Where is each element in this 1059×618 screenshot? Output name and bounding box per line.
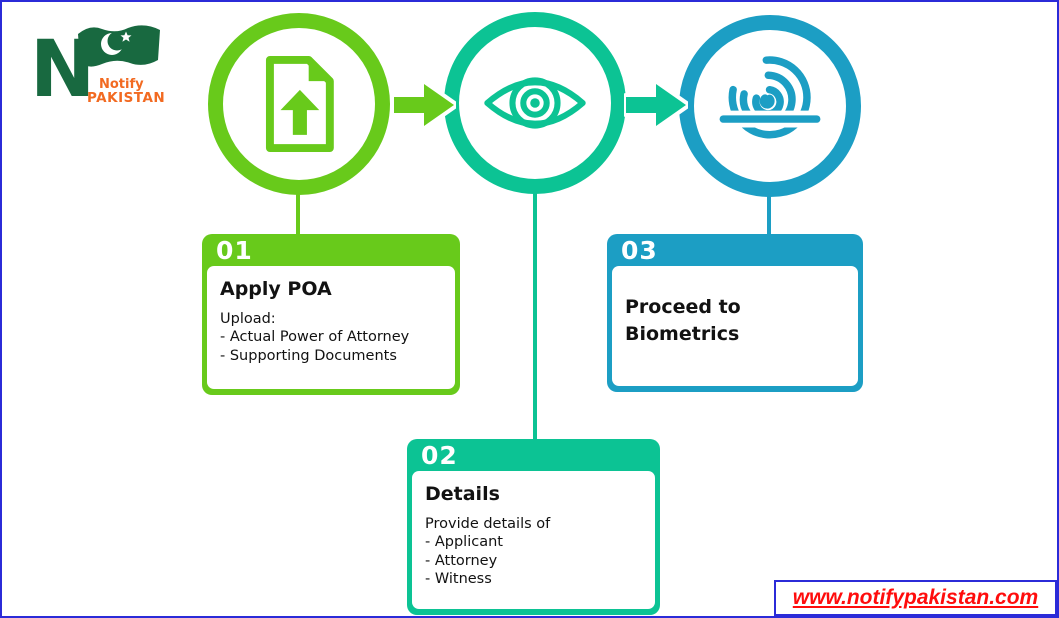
- step3-card-body: Proceed to Biometrics: [612, 266, 858, 386]
- step2-line: Provide details of: [425, 515, 551, 532]
- step2-circle: [444, 12, 626, 194]
- arrow-right-icon-step1-to-step2: [392, 82, 456, 128]
- step2-number: 02: [421, 441, 458, 470]
- website-url-link[interactable]: www.notifypakistan.com: [792, 586, 1039, 609]
- connector-step1: [296, 192, 300, 236]
- step2-line: - Applicant: [425, 534, 503, 551]
- logo-name-bottom: PAKISTAN: [87, 90, 165, 106]
- step2-card-body: Details Provide details of - Applicant -…: [412, 471, 655, 609]
- website-url-box: www.notifypakistan.com: [774, 580, 1057, 616]
- fingerprint-icon: [719, 56, 821, 139]
- step2-title: Details: [425, 483, 500, 505]
- arrow-right-icon-step2-to-step3: [624, 82, 688, 128]
- connector-step2: [533, 192, 537, 440]
- step3-number: 03: [621, 236, 658, 265]
- step3-title: Proceed to Biometrics: [625, 296, 741, 345]
- step3-circle: [679, 15, 861, 197]
- step2-card: 02 Details Provide details of - Applican…: [407, 439, 660, 615]
- eye-icon: [484, 77, 586, 129]
- step2-line: - Attorney: [425, 552, 498, 569]
- notify-pakistan-logo: N Notify PAKISTAN: [30, 25, 165, 107]
- step1-card-body: Apply POA Upload: - Actual Power of Atto…: [207, 266, 455, 389]
- document-upload-icon: [265, 55, 334, 153]
- step2-line: - Witness: [425, 571, 492, 588]
- step1-line: - Supporting Documents: [220, 347, 397, 364]
- step1-title: Apply POA: [220, 278, 332, 300]
- step1-line: - Actual Power of Attorney: [220, 329, 410, 346]
- connector-step3: [767, 195, 771, 236]
- step1-card: 01 Apply POA Upload: - Actual Power of A…: [202, 234, 460, 395]
- step1-line: Upload:: [220, 310, 276, 327]
- step3-card: 03 Proceed to Biometrics: [607, 234, 863, 392]
- step1-circle: [208, 13, 390, 195]
- pakistan-flag-icon: [78, 25, 160, 67]
- logo-name-top: Notify: [99, 77, 144, 92]
- step1-number: 01: [216, 236, 253, 265]
